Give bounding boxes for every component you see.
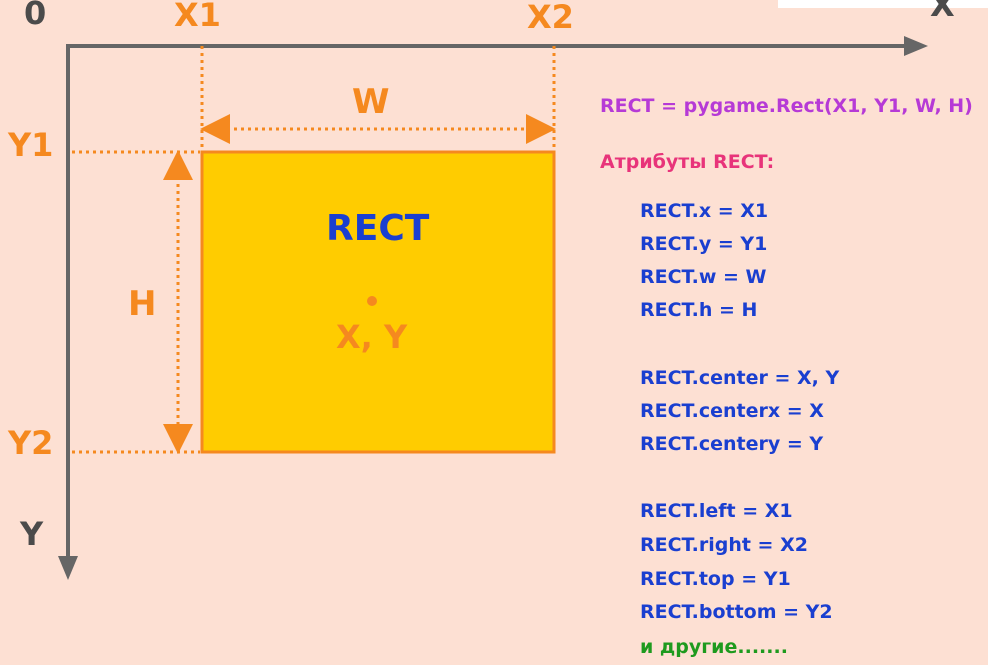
rect-formula: RECT = pygame.Rect(X1, Y1, W, H) — [600, 95, 973, 117]
attr-centery: RECT.centery = Y — [640, 433, 824, 455]
y1-label: Y1 — [8, 126, 54, 164]
attr-top: RECT.top = Y1 — [640, 568, 791, 590]
y2-label: Y2 — [8, 424, 54, 462]
center-label: X, Y — [336, 318, 408, 356]
attr-y: RECT.y = Y1 — [640, 233, 768, 255]
height-label: H — [128, 284, 157, 324]
y-axis-label: Y — [20, 515, 44, 553]
corner-patch — [778, 0, 988, 8]
y-axis-arrowhead — [58, 556, 78, 580]
rect-title: RECT — [326, 208, 430, 249]
x2-label: X2 — [527, 0, 574, 36]
attr-left: RECT.left = X1 — [640, 500, 793, 522]
attr-centerx: RECT.centerx = X — [640, 400, 824, 422]
attr-w: RECT.w = W — [640, 266, 767, 288]
x1-label: X1 — [174, 0, 221, 34]
width-label: W — [352, 82, 390, 122]
rect-shape — [200, 150, 556, 454]
attr-x: RECT.x = X1 — [640, 200, 769, 222]
x-axis-arrowhead — [904, 36, 928, 56]
attr-h: RECT.h = H — [640, 299, 758, 321]
x-axis-label: X — [930, 0, 955, 24]
attr-more: и другие....... — [640, 636, 788, 658]
center-dot — [367, 296, 377, 306]
attr-right: RECT.right = X2 — [640, 534, 808, 556]
attr-bottom: RECT.bottom = Y2 — [640, 601, 833, 623]
origin-label: 0 — [24, 0, 47, 32]
attributes-heading: Атрибуты RECT: — [600, 151, 775, 173]
attr-center: RECT.center = X, Y — [640, 367, 840, 389]
